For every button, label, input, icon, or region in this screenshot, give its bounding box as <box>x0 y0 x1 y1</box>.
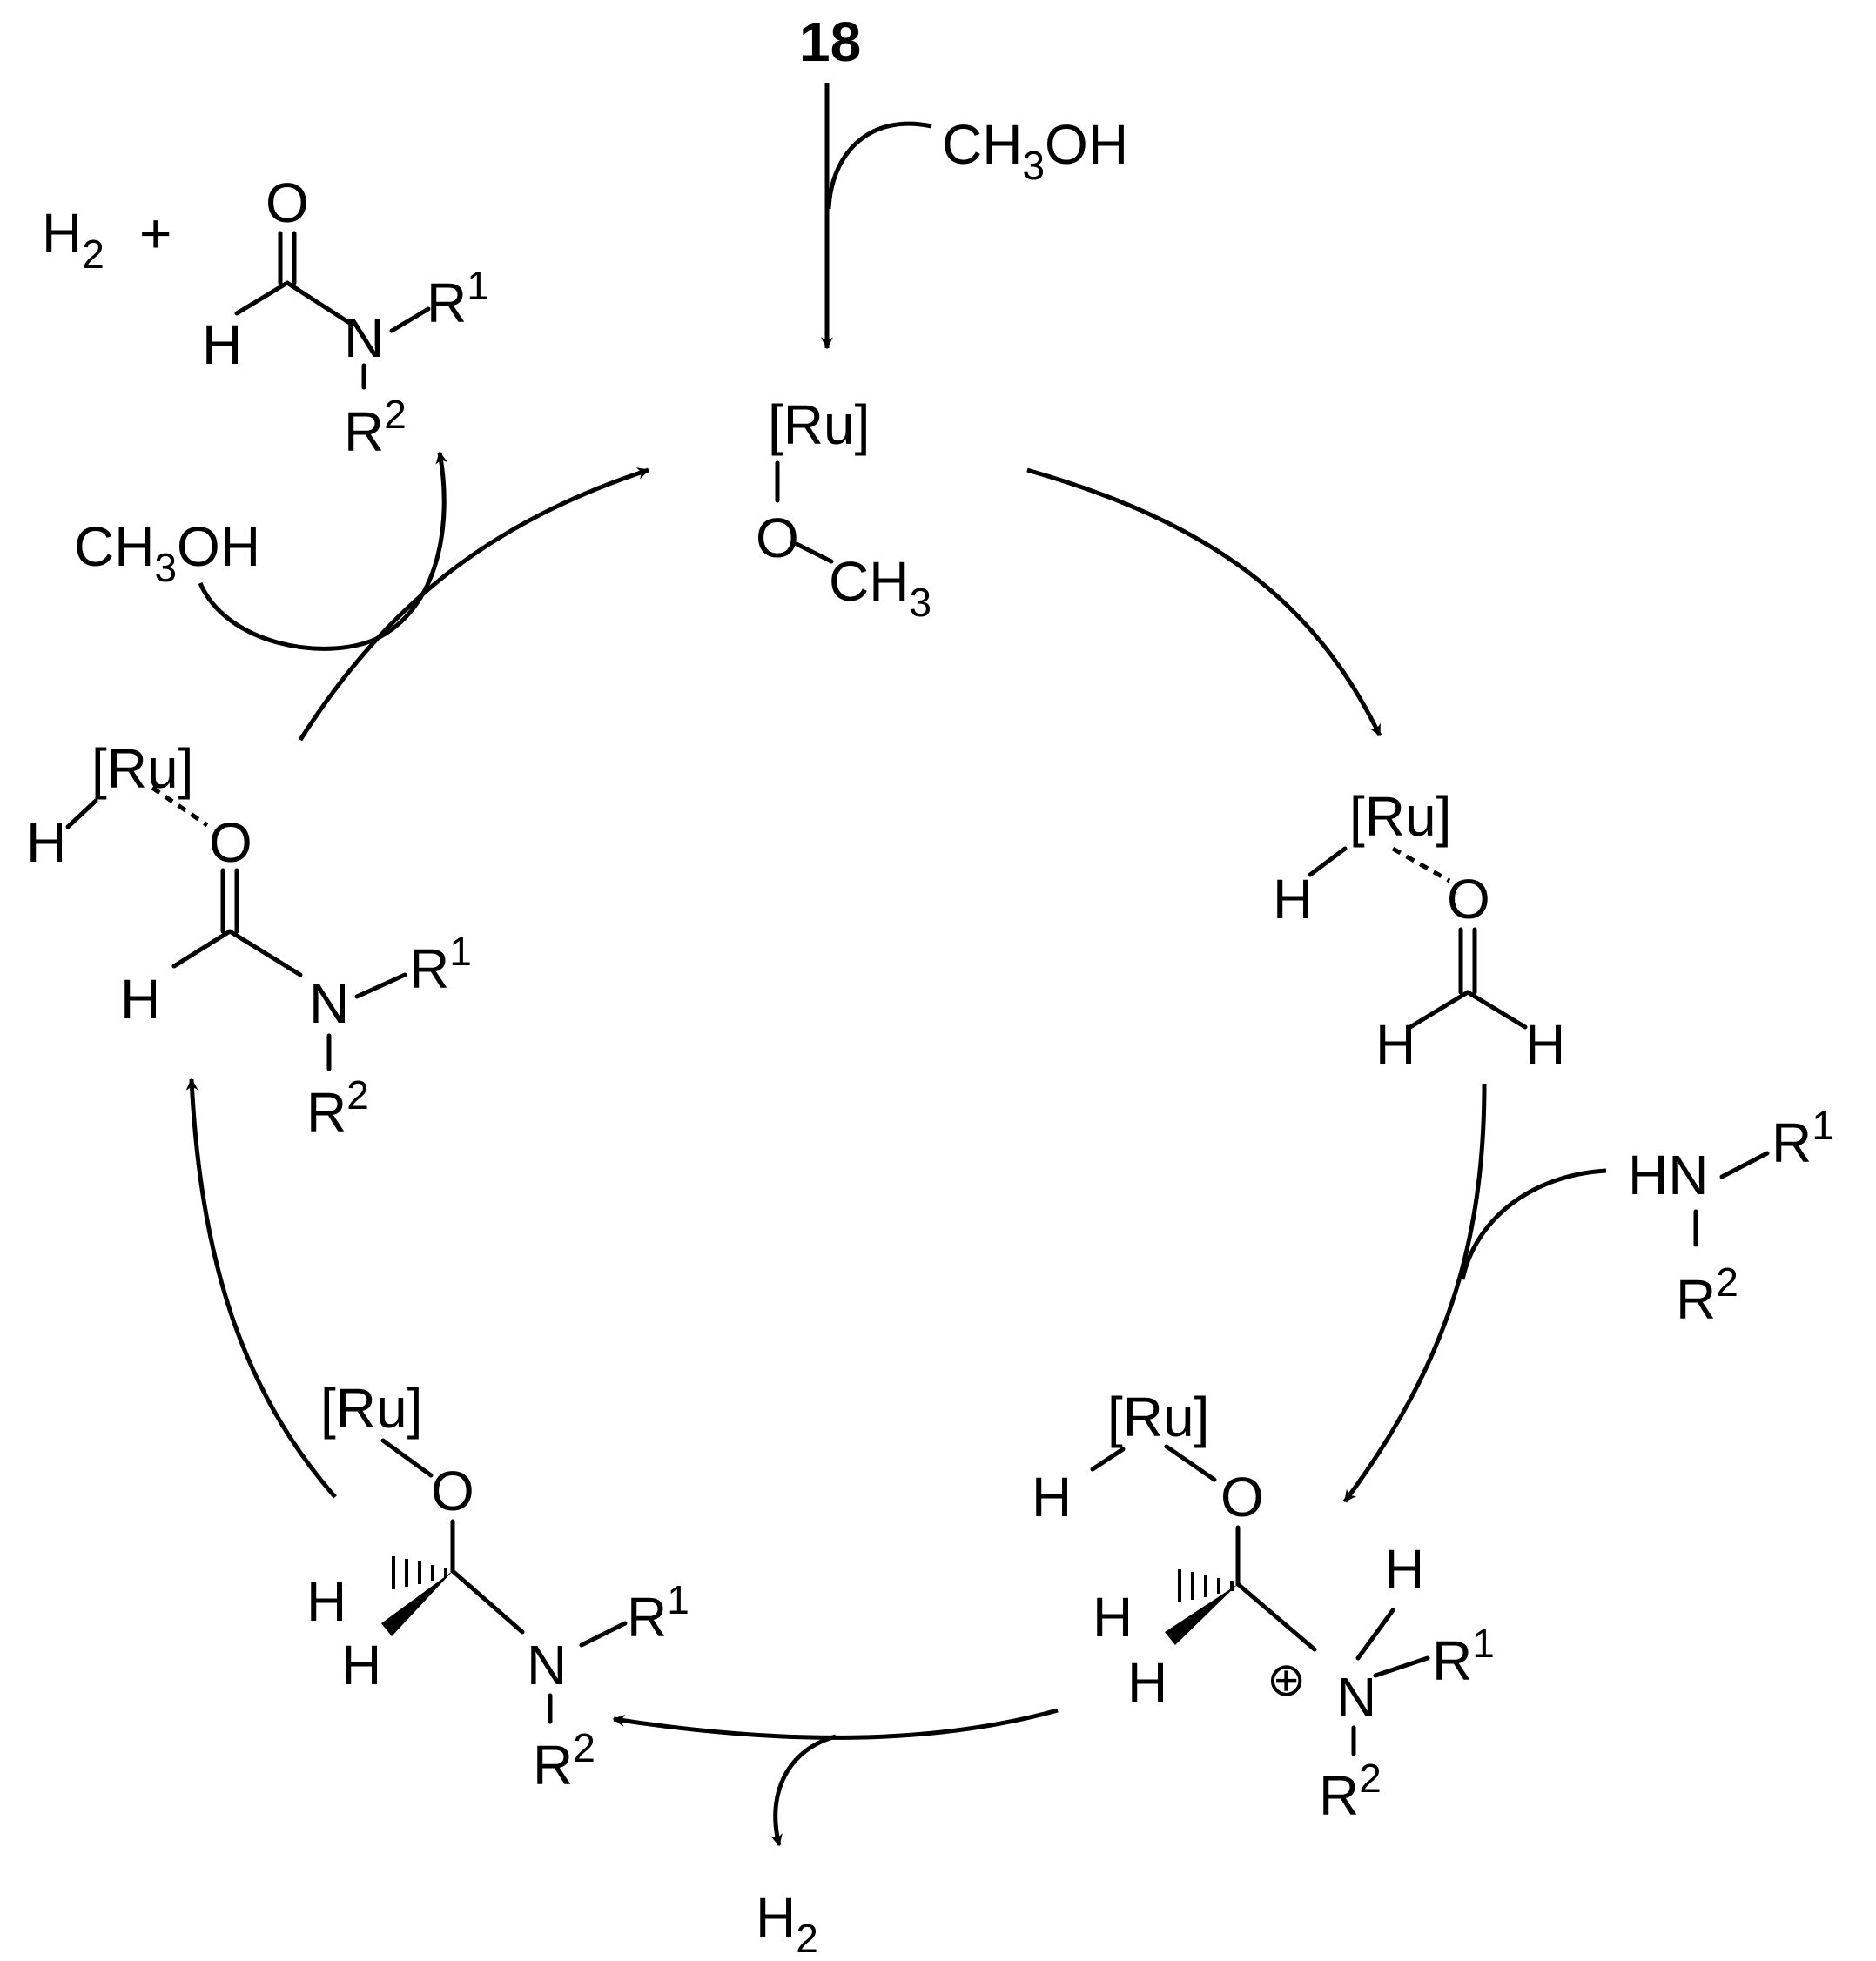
svg-text:N: N <box>527 1634 567 1696</box>
svg-text:R1: R1 <box>1432 1621 1495 1692</box>
svg-text:H: H <box>1093 1586 1133 1649</box>
svg-text:[Ru]: [Ru] <box>91 737 193 800</box>
arrow-amine-in <box>1460 1168 1607 1280</box>
svg-text:H: H <box>26 811 66 874</box>
svg-text:HN: HN <box>1628 1144 1708 1206</box>
svg-text:H: H <box>1375 1013 1415 1076</box>
ru-hydride-formamide: [Ru] H O H N R1 R2 <box>26 737 472 1144</box>
svg-text:H: H <box>1032 1466 1072 1528</box>
svg-text:R1: R1 <box>627 1577 689 1649</box>
svg-text:O: O <box>209 811 252 874</box>
products: H2 + O H N R1 R2 <box>42 171 489 463</box>
svg-text:R1: R1 <box>409 929 472 1000</box>
svg-text:H: H <box>1273 868 1313 930</box>
hemiaminal-ammonium-intermediate: [Ru] H O H H N ⊕ H R1 R2 <box>1032 1386 1495 1827</box>
svg-text:[Ru]: [Ru] <box>1349 785 1451 848</box>
secondary-amine: HN R1 R2 <box>1628 1103 1834 1331</box>
catalyst-label: 18 <box>799 10 861 73</box>
svg-text:R2: R2 <box>533 1725 595 1796</box>
arrow-bottom-left <box>612 1708 1059 1740</box>
svg-text:+: + <box>139 202 171 265</box>
svg-text:O: O <box>266 171 309 234</box>
svg-text:O: O <box>1447 868 1490 930</box>
svg-text:R2: R2 <box>1676 1259 1738 1331</box>
svg-text:H: H <box>306 1570 346 1633</box>
svg-text:H: H <box>1127 1651 1167 1714</box>
svg-text:R1: R1 <box>1772 1103 1834 1174</box>
svg-text:CH3: CH3 <box>829 550 931 625</box>
hashed-bond <box>1178 1569 1234 1602</box>
arrow-left-top <box>298 467 650 742</box>
arrow-left-up <box>185 1078 337 1499</box>
svg-text:H2: H2 <box>42 202 104 277</box>
svg-text:O: O <box>756 507 799 569</box>
methanol-left: CH3OH <box>74 515 260 590</box>
svg-text:H: H <box>202 313 242 376</box>
arrow-right-down <box>1342 1083 1487 1503</box>
svg-text:H: H <box>1384 1538 1424 1601</box>
arrow-methanol-loop <box>198 582 375 651</box>
svg-text:R2: R2 <box>1319 1756 1382 1827</box>
hydrogen-release: H2 <box>756 1886 818 1961</box>
svg-text:[Ru]: [Ru] <box>1107 1386 1209 1448</box>
svg-text:O: O <box>431 1460 474 1522</box>
svg-text:R2: R2 <box>344 392 407 463</box>
svg-text:N: N <box>1336 1666 1376 1729</box>
svg-text:[Ru]: [Ru] <box>768 393 870 456</box>
svg-text:[Ru]: [Ru] <box>320 1377 422 1440</box>
ru-hemiaminal-alkoxide: [Ru] O H H N R1 R2 <box>306 1377 689 1796</box>
arrow-top-right <box>1026 467 1382 737</box>
svg-text:N: N <box>309 972 349 1035</box>
hashed-bond-left <box>392 1556 447 1589</box>
svg-text:H: H <box>120 968 160 1031</box>
svg-text:H2: H2 <box>756 1886 818 1961</box>
svg-text:R2: R2 <box>306 1072 369 1144</box>
svg-text:N: N <box>344 306 384 369</box>
cycle-arrows <box>185 83 1607 1847</box>
svg-text:R1: R1 <box>427 263 489 334</box>
ru-methoxide: [Ru] O CH3 <box>756 393 931 625</box>
arrow-methanol-in-top <box>826 121 932 210</box>
methanol-top: CH3OH <box>942 113 1128 188</box>
svg-text:H: H <box>1525 1013 1565 1076</box>
svg-text:⊕: ⊕ <box>1267 1654 1306 1706</box>
ru-hydride-formaldehyde: [Ru] H O H H <box>1273 785 1565 1076</box>
svg-text:H: H <box>341 1634 381 1696</box>
entry-species: 18 CH3OH <box>799 10 1128 188</box>
svg-text:CH3OH: CH3OH <box>74 515 260 590</box>
arrow-product-out <box>373 451 448 642</box>
arrow-h2-out <box>770 1734 837 1847</box>
svg-text:O: O <box>1220 1466 1264 1528</box>
